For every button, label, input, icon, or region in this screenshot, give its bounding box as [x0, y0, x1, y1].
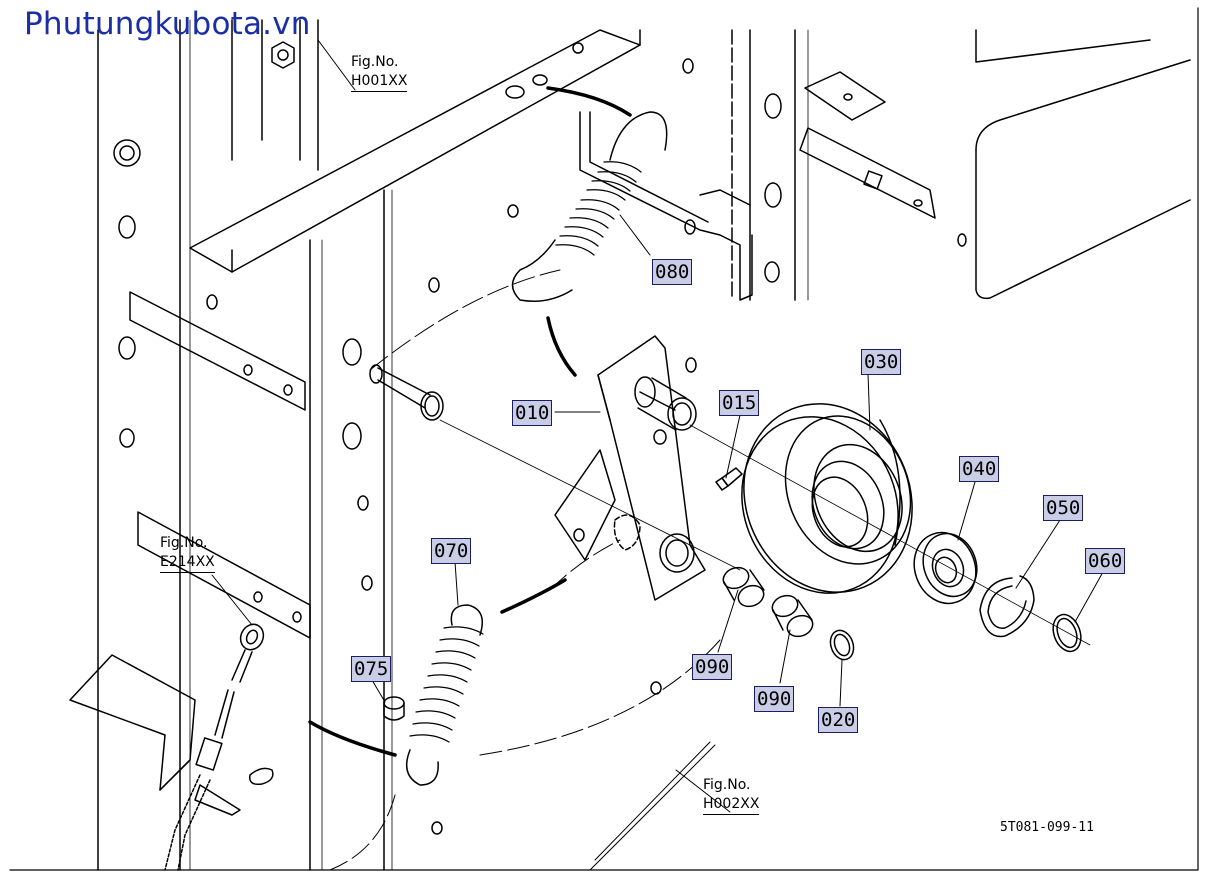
- spacer-075: [383, 696, 405, 721]
- part-callout-060[interactable]: 060: [1085, 548, 1126, 574]
- control-cable: [69, 623, 265, 871]
- frame-hole: [118, 215, 136, 239]
- bushing-090-a: [722, 566, 765, 608]
- assembly-axis: [689, 424, 1091, 646]
- lower-panel-edge: [589, 741, 716, 871]
- fig-ref-h002[interactable]: Fig.No. H002XX: [703, 776, 760, 815]
- lower-left-bracket: [137, 511, 311, 639]
- snap-ring-050: [979, 575, 1035, 638]
- fig-ref-e214[interactable]: Fig.No. E214XX: [160, 534, 215, 573]
- pivot-shaft: [369, 364, 741, 571]
- part-callout-070[interactable]: 070: [431, 538, 472, 564]
- frame-hole: [113, 139, 141, 167]
- part-callout-080[interactable]: 080: [652, 259, 693, 285]
- assembly-arc-guides: [329, 269, 721, 871]
- ball-bearing-040: [913, 531, 978, 605]
- left-frame-rails: [97, 19, 319, 871]
- part-callout-090-b[interactable]: 090: [754, 686, 795, 712]
- spring-anchor-stay: [579, 111, 753, 301]
- drawing-number: 5T081-099-11: [1000, 820, 1094, 835]
- bushing-090-b: [771, 594, 814, 638]
- right-frame-rails: [731, 29, 809, 301]
- fig-ref-code[interactable]: H001XX: [351, 72, 408, 92]
- fig-ref-code[interactable]: H002XX: [703, 795, 760, 815]
- tension-spring-080: [511, 111, 668, 302]
- slotted-hole: [249, 767, 274, 786]
- fig-ref-h001[interactable]: Fig.No. H001XX: [351, 53, 408, 92]
- left-flat-bracket: [129, 291, 306, 411]
- frame-hole: [118, 336, 136, 360]
- snap-ring-060: [1052, 613, 1082, 653]
- hex-nut: [271, 41, 295, 69]
- heavy-routing-arcs: [308, 86, 632, 757]
- fig-ref-label: Fig.No.: [703, 777, 751, 793]
- part-callout-075[interactable]: 075: [351, 656, 392, 682]
- upper-right-bracket: [799, 71, 936, 219]
- idler-pulley-030: [741, 403, 913, 594]
- top-cross-beam: [189, 29, 641, 273]
- grease-nipple-015: [715, 467, 743, 491]
- site-watermark: Phutungkubota.vn: [24, 6, 311, 42]
- frame-border: [9, 7, 1199, 871]
- fig-ref-label: Fig.No.: [160, 535, 208, 551]
- part-callout-015[interactable]: 015: [719, 390, 760, 416]
- part-callout-030[interactable]: 030: [861, 349, 902, 375]
- part-callout-040[interactable]: 040: [959, 456, 1000, 482]
- part-callout-050[interactable]: 050: [1043, 495, 1084, 521]
- panel-hole: [342, 338, 362, 366]
- retaining-ring-020: [829, 629, 855, 661]
- leader-lines: [211, 39, 1104, 813]
- part-callout-090-a[interactable]: 090: [692, 654, 733, 680]
- part-callout-010[interactable]: 010: [512, 400, 553, 426]
- fig-ref-label: Fig.No.: [351, 54, 399, 70]
- tension-spring-070: [405, 604, 484, 786]
- upper-right-cover: [975, 29, 1191, 300]
- part-callout-020[interactable]: 020: [818, 707, 859, 733]
- tension-arm-010: [554, 335, 706, 601]
- central-panel: [206, 42, 967, 871]
- fig-ref-code[interactable]: E214XX: [160, 553, 215, 573]
